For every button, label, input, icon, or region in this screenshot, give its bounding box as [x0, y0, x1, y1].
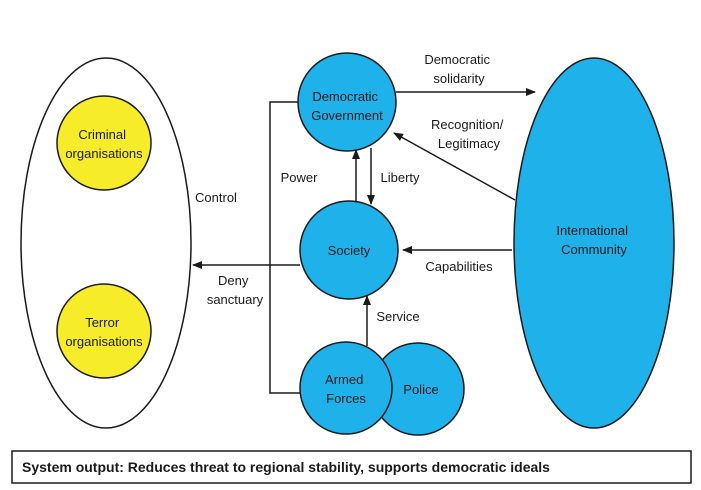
liberty-label-line-1: Liberty — [380, 170, 420, 185]
terror-organisations-node: Terror organisations — [56, 283, 152, 379]
democratic-government-circle — [297, 52, 397, 152]
armed-forces-label-line-1: Armed — [325, 372, 363, 387]
government-label-line-2: Government — [311, 108, 383, 123]
international-label-line-2: Community — [561, 242, 627, 257]
democratic-solidarity-label: Democratic solidarity — [424, 52, 493, 86]
terror-organisations-circle — [56, 283, 152, 379]
criminal-label-line-1: Criminal — [78, 127, 126, 142]
criminal-organisations-node: Criminal organisations — [56, 95, 152, 191]
power-bracket-line — [269, 101, 301, 394]
power-label: Power — [281, 170, 319, 185]
liberty-label: Liberty — [380, 170, 420, 185]
armed-forces-circle — [299, 341, 393, 435]
armed-forces-label: Armed Forces — [325, 372, 367, 406]
power-label-line-1: Power — [281, 170, 319, 185]
democratic-solidarity-label-line-2: solidarity — [433, 71, 485, 86]
society-circle — [299, 200, 399, 300]
international-community-ellipse — [513, 57, 675, 429]
criminal-organisations-circle — [56, 95, 152, 191]
democratic-government-node: Democratic Government — [297, 52, 397, 152]
recognition-label-line-2: Legitimacy — [438, 136, 501, 151]
government-label-line-1: Democratic — [312, 89, 378, 104]
armed-forces-label-line-2: Forces — [326, 391, 366, 406]
control-label-line-1: Control — [195, 190, 237, 205]
society-node: Society — [299, 200, 399, 300]
international-community-node: International Community — [513, 57, 675, 429]
system-output-border — [11, 450, 692, 484]
criminal-organisations-label: Criminal organisations — [65, 127, 143, 161]
system-output-text: System output: Reduces threat to regiona… — [22, 459, 550, 475]
service-label: Service — [376, 309, 419, 324]
society-label-line-1: Society — [328, 243, 371, 258]
international-community-label: International Community — [556, 223, 631, 257]
armed-forces-node: Armed Forces — [299, 341, 393, 435]
democratic-solidarity-label-line-1: Democratic — [424, 52, 490, 67]
capabilities-label: Capabilities — [425, 259, 493, 274]
control-label: Control — [195, 190, 237, 205]
police-node: Police — [371, 342, 465, 436]
deny-sanctuary-label: Deny sanctuary — [207, 273, 264, 307]
criminal-label-line-2: organisations — [65, 146, 143, 161]
police-label-line-1: Police — [403, 382, 438, 397]
service-label-line-1: Service — [376, 309, 419, 324]
recognition-label-line-1: Recognition/ — [431, 117, 504, 132]
democratic-government-label: Democratic Government — [311, 89, 383, 123]
terror-label-line-2: organisations — [65, 334, 143, 349]
capabilities-label-line-1: Capabilities — [425, 259, 493, 274]
terror-organisations-label: Terror organisations — [65, 315, 143, 349]
deny-sanctuary-label-line-2: sanctuary — [207, 292, 264, 307]
deny-sanctuary-label-line-1: Deny — [218, 273, 249, 288]
recognition-legitimacy-label: Recognition/ Legitimacy — [431, 117, 507, 151]
terror-label-line-1: Terror — [85, 315, 120, 330]
recognition-legitimacy-arrow — [393, 132, 516, 201]
society-label: Society — [328, 243, 371, 258]
police-label: Police — [403, 382, 438, 397]
international-label-line-1: International — [556, 223, 628, 238]
system-output-box: System output: Reduces threat to regiona… — [11, 450, 692, 484]
